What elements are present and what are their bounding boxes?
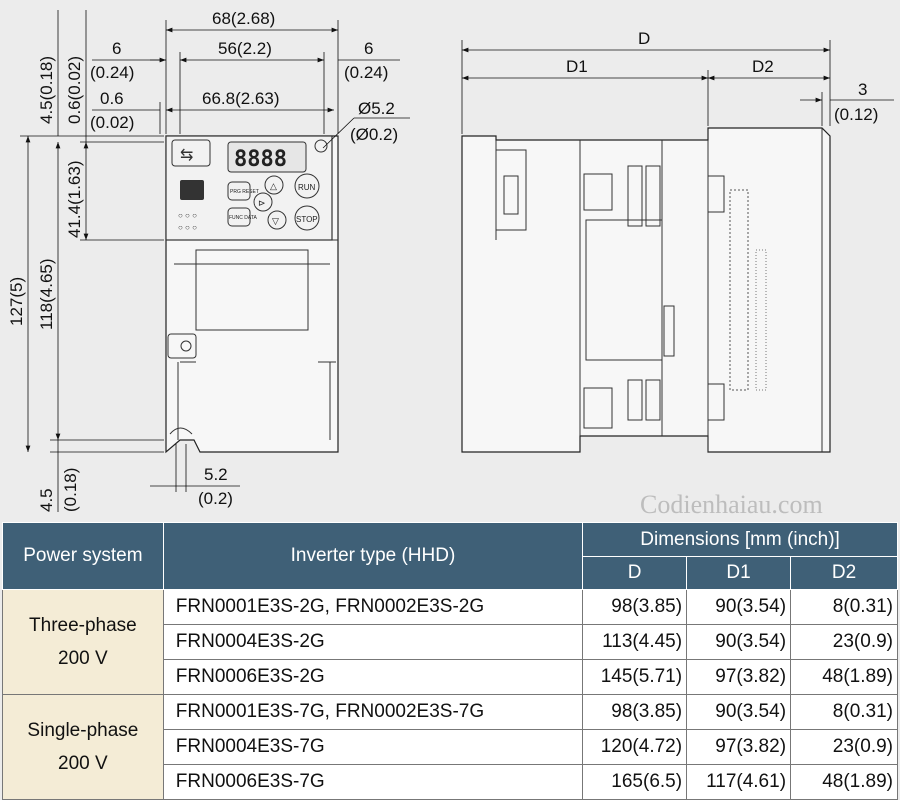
dimensions-table: Power system Inverter type (HHD) Dimensi… bbox=[2, 522, 898, 800]
cell-type: FRN0004E3S-7G bbox=[162, 729, 584, 765]
dim-D: D bbox=[638, 29, 650, 48]
cell-D2: 8(0.31) bbox=[790, 694, 898, 730]
svg-text:○ ○ ○: ○ ○ ○ bbox=[178, 211, 197, 220]
side-view bbox=[461, 127, 831, 453]
group-name-line1: Single-phase bbox=[27, 720, 139, 741]
table-row: FRN0006E3S-7G 165(6.5) 117(4.61) 48(1.89… bbox=[3, 764, 898, 800]
header-D: D bbox=[582, 556, 688, 590]
cell-D2: 23(0.9) bbox=[790, 624, 898, 660]
cell-D: 98(3.85) bbox=[582, 694, 688, 730]
svg-text:⇆: ⇆ bbox=[180, 147, 193, 164]
keypad-prg-label: PRG RESET bbox=[230, 189, 259, 195]
keypad-run-label: RUN bbox=[298, 183, 316, 192]
watermark: Codienhaiau.com bbox=[640, 490, 823, 519]
group-name-line2: 200 V bbox=[58, 648, 108, 669]
dim-top-offset2: 0.6(0.02) bbox=[65, 56, 84, 124]
cell-D2: 48(1.89) bbox=[790, 764, 898, 800]
table-row: Single-phase 200 V FRN0001E3S-7G, FRN000… bbox=[2, 694, 898, 800]
cell-type: FRN0001E3S-7G, FRN0002E3S-7G bbox=[162, 694, 584, 730]
dim-panel-height: 41.4(1.63) bbox=[65, 161, 84, 239]
cell-D1: 90(3.54) bbox=[686, 694, 792, 730]
dim-panel-offset-in: (0.02) bbox=[90, 113, 134, 132]
dim-D2: D2 bbox=[752, 57, 774, 76]
dim-top-offset: 4.5(0.18) bbox=[37, 56, 56, 124]
group-name-line1: Three-phase bbox=[29, 615, 137, 636]
front-dimensions: 68(2.68) 56(2.2) 6 (0.24) 6 (0.24) 66.8(… bbox=[7, 9, 410, 512]
cell-D1: 90(3.54) bbox=[686, 624, 792, 660]
cell-type: FRN0004E3S-2G bbox=[162, 624, 584, 660]
header-D2: D2 bbox=[790, 556, 898, 590]
dim-inner-width: 56(2.2) bbox=[218, 39, 272, 58]
cell-D: 98(3.85) bbox=[582, 589, 688, 625]
table-row: FRN0004E3S-2G 113(4.45) 90(3.54) 23(0.9) bbox=[3, 624, 898, 660]
cell-D1: 97(3.82) bbox=[686, 659, 792, 695]
cell-type: FRN0006E3S-2G bbox=[162, 659, 584, 695]
front-view: ⇆ 8888 PRG RESET △ ⊳ RUN FUNC DATA ▽ STO… bbox=[165, 135, 339, 454]
dim-panel-offset: 0.6 bbox=[100, 89, 124, 108]
svg-text:▽: ▽ bbox=[272, 216, 279, 226]
dim-bottom-offset: 4.5 bbox=[37, 488, 56, 512]
dim-right-margin: 6 bbox=[364, 39, 373, 58]
table-row: FRN0006E3S-2G 145(5.71) 97(3.82) 48(1.89… bbox=[3, 659, 898, 695]
cell-D2: 48(1.89) bbox=[790, 659, 898, 695]
table-row: Three-phase 200 V FRN0001E3S-2G, FRN0002… bbox=[2, 589, 898, 695]
dim-slot-width: 5.2 bbox=[204, 465, 228, 484]
cell-D1: 90(3.54) bbox=[686, 589, 792, 625]
cell-type: FRN0006E3S-7G bbox=[162, 764, 584, 800]
dim-left-margin-in: (0.24) bbox=[90, 63, 134, 82]
keypad-stop-label: STOP bbox=[296, 215, 318, 224]
dim-mount-height: 118(4.65) bbox=[37, 258, 56, 330]
dim-gap: 3 bbox=[858, 80, 867, 99]
header-D1: D1 bbox=[686, 556, 792, 590]
dim-hole-dia-in: (Ø0.2) bbox=[350, 125, 398, 144]
group-single-phase: Single-phase 200 V bbox=[2, 694, 164, 800]
dimension-drawing: ⇆ 8888 PRG RESET △ ⊳ RUN FUNC DATA ▽ STO… bbox=[7, 9, 894, 512]
dim-D1: D1 bbox=[566, 57, 588, 76]
svg-text:○ ○ ○: ○ ○ ○ bbox=[178, 223, 197, 232]
table-row: FRN0004E3S-7G 120(4.72) 97(3.82) 23(0.9) bbox=[3, 729, 898, 765]
svg-text:△: △ bbox=[270, 181, 277, 191]
svg-text:⊳: ⊳ bbox=[258, 198, 266, 208]
dim-slot-width-in: (0.2) bbox=[198, 489, 233, 508]
group-three-phase: Three-phase 200 V bbox=[2, 589, 164, 695]
cell-type: FRN0001E3S-2G, FRN0002E3S-2G bbox=[162, 589, 584, 625]
cell-D1: 117(4.61) bbox=[686, 764, 792, 800]
cell-D2: 23(0.9) bbox=[790, 729, 898, 765]
dim-gap-in: (0.12) bbox=[834, 105, 878, 124]
dim-total-height: 127(5) bbox=[7, 277, 26, 326]
cell-D: 165(6.5) bbox=[582, 764, 688, 800]
dim-bottom-offset-in: (0.18) bbox=[61, 468, 80, 512]
svg-text:8888: 8888 bbox=[234, 147, 287, 172]
cell-D2: 8(0.31) bbox=[790, 589, 898, 625]
cell-D: 120(4.72) bbox=[582, 729, 688, 765]
header-power-system: Power system bbox=[2, 522, 164, 590]
dim-panel-width: 66.8(2.63) bbox=[202, 89, 280, 108]
header-inverter-type: Inverter type (HHD) bbox=[162, 522, 584, 590]
dim-left-margin: 6 bbox=[112, 39, 121, 58]
cell-D1: 97(3.82) bbox=[686, 729, 792, 765]
dim-right-margin-in: (0.24) bbox=[344, 63, 388, 82]
cell-D: 145(5.71) bbox=[582, 659, 688, 695]
cell-D: 113(4.45) bbox=[582, 624, 688, 660]
side-dimensions: D D1 D2 3 (0.12) bbox=[461, 29, 894, 134]
dim-overall-width: 68(2.68) bbox=[212, 9, 275, 28]
dim-hole-dia: Ø5.2 bbox=[358, 99, 395, 118]
header-dimensions: Dimensions [mm (inch)] bbox=[582, 522, 898, 557]
group-name-line2: 200 V bbox=[58, 753, 108, 774]
keypad-func-label: FUNC DATA bbox=[229, 215, 258, 221]
